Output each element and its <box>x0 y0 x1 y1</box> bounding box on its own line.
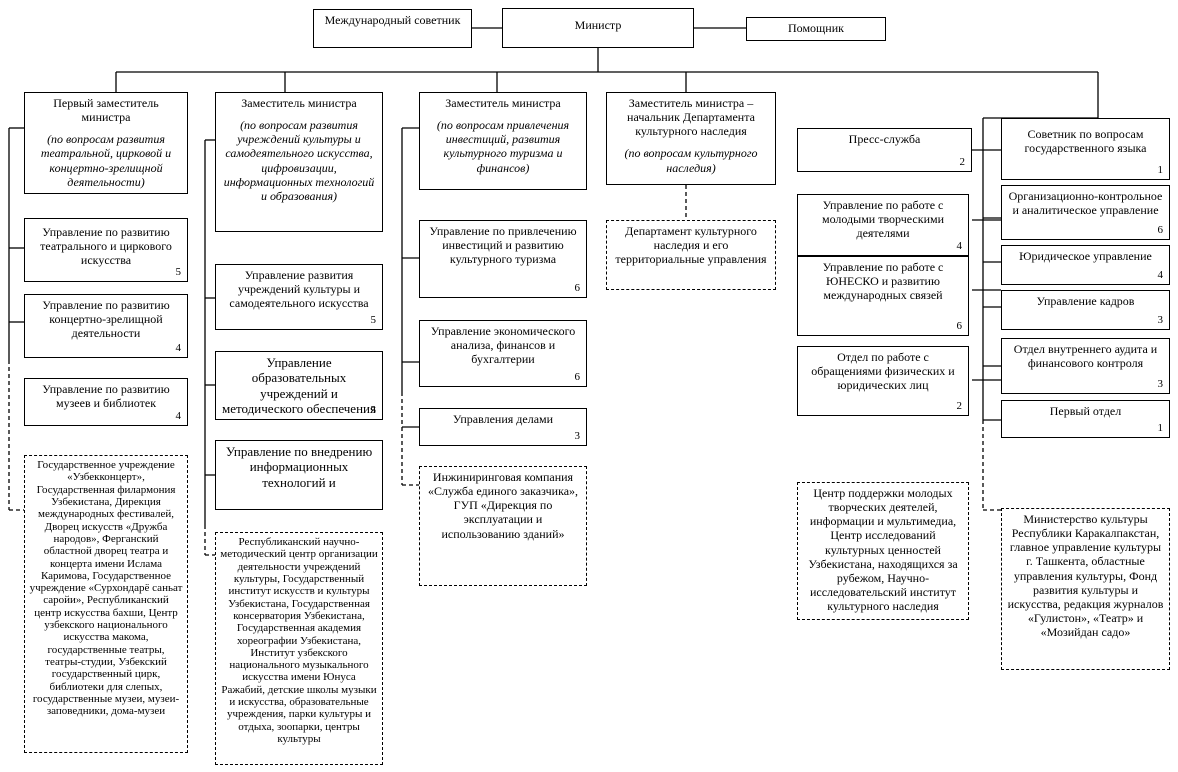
first-deputy-box: Первый заместитель министра (по вопросам… <box>24 92 188 194</box>
hr-dept-box: Управление кадров 3 <box>1001 290 1170 330</box>
legal-dept-count: 4 <box>1157 269 1164 282</box>
col3-unit-1-count: 6 <box>574 282 581 295</box>
youth-dept-box: Управление по работе с молодыми творческ… <box>797 194 969 256</box>
deputy-4-scope: (по вопросам культурного наследия) <box>624 146 758 175</box>
minister-box: Министр <box>502 8 694 48</box>
appeals-dept-box: Отдел по работе с обращениями физических… <box>797 346 969 416</box>
international-advisor-box: Международный советник <box>313 9 472 48</box>
unesco-dept-count: 6 <box>956 320 963 333</box>
col1-subordinate-text: Государственное учреждение «Узбекконцерт… <box>29 459 183 718</box>
col1-subordinate-box: Государственное учреждение «Узбекконцерт… <box>24 455 188 753</box>
org-control-box: Организационно-контрольное и аналитическ… <box>1001 185 1170 240</box>
col2-unit-3-name: Управление по внедрению информационных т… <box>225 444 373 490</box>
col1-unit-1-count: 5 <box>175 266 182 279</box>
audit-dept-box: Отдел внутреннего аудита и финансового к… <box>1001 338 1170 394</box>
col1-unit-2-count: 4 <box>175 342 182 355</box>
col1-unit-2: Управление по развитию концертно-зрелищн… <box>24 294 188 358</box>
appeals-dept-name: Отдел по работе с обращениями физических… <box>811 350 955 393</box>
middle-subordinate-text: Центр поддержки молодых творческих деяте… <box>808 486 958 614</box>
org-control-count: 6 <box>1157 224 1164 237</box>
deputy-2-title: Заместитель министра <box>241 96 357 110</box>
col2-unit-2: Управление образовательных учреждений и … <box>215 351 383 420</box>
col1-unit-3: Управление по развитию музеев и библиоте… <box>24 378 188 426</box>
first-dept-count: 1 <box>1157 422 1164 435</box>
col2-unit-1-count: 5 <box>370 314 377 327</box>
col2-subordinate-box: Республиканский научно-методический цент… <box>215 532 383 765</box>
first-dept-name: Первый отдел <box>1049 404 1122 418</box>
right-subordinate-text: Министерство культуры Республики Каракал… <box>1007 512 1164 640</box>
deputy-2-scope: (по вопросам развития учреждений культур… <box>223 118 375 203</box>
assistant-box: Помощник <box>746 17 886 41</box>
deputy-4-box: Заместитель министра – начальник Департа… <box>606 92 776 185</box>
minister-label: Министр <box>574 18 622 32</box>
deputy-2-box: Заместитель министра (по вопросам развит… <box>215 92 383 232</box>
press-service-box: Пресс-служба 2 <box>797 128 972 172</box>
language-advisor-name: Советник по вопросам государственного яз… <box>1024 127 1147 156</box>
hr-dept-count: 3 <box>1157 314 1164 327</box>
col1-unit-3-name: Управление по развитию музеев и библиоте… <box>42 382 170 411</box>
col1-unit-1-name: Управление по развитию театрального и ци… <box>40 225 172 268</box>
language-advisor-count: 1 <box>1157 164 1164 177</box>
unesco-dept-name: Управление по работе с ЮНЕСКО и развитию… <box>822 260 944 303</box>
col3-unit-1-name: Управление по привлечению инвестиций и р… <box>429 224 577 267</box>
middle-subordinate-box: Центр поддержки молодых творческих деяте… <box>797 482 969 620</box>
col2-unit-3: Управление по внедрению информационных т… <box>215 440 383 510</box>
press-service-count: 2 <box>959 156 966 169</box>
deputy-4-title: Заместитель министра – начальник Департа… <box>627 96 755 139</box>
youth-dept-name: Управление по работе с молодыми творческ… <box>821 198 945 241</box>
col2-unit-1: Управление развития учреждений культуры … <box>215 264 383 330</box>
deputy-3-title: Заместитель министра <box>445 96 561 110</box>
col3-unit-2-count: 6 <box>574 371 581 384</box>
language-advisor-box: Советник по вопросам государственного яз… <box>1001 118 1170 180</box>
hr-dept-name: Управление кадров <box>1036 294 1135 308</box>
col3-subordinate-box: Инжиниринговая компания «Служба единого … <box>419 466 587 586</box>
col2-subordinate-text: Республиканский научно-методический цент… <box>220 536 378 745</box>
col2-unit-1-name: Управление развития учреждений культуры … <box>229 268 369 311</box>
col1-unit-1: Управление по развитию театрального и ци… <box>24 218 188 282</box>
audit-dept-count: 3 <box>1157 378 1164 391</box>
col2-unit-2-count: 5 <box>370 404 377 417</box>
appeals-dept-count: 2 <box>956 400 963 413</box>
col1-unit-2-name: Управление по развитию концертно-зрелищн… <box>42 298 170 341</box>
col3-unit-3-count: 3 <box>574 430 581 443</box>
col3-unit-2-name: Управление экономического анализа, финан… <box>430 324 576 367</box>
youth-dept-count: 4 <box>956 240 963 253</box>
org-control-name: Организационно-контрольное и аналитическ… <box>1008 189 1163 218</box>
first-dept-box: Первый отдел 1 <box>1001 400 1170 438</box>
deputy-3-scope: (по вопросам привлечения инвестиций, раз… <box>436 118 570 175</box>
col3-unit-3: Управления делами 3 <box>419 408 587 446</box>
col3-unit-3-name: Управления делами <box>452 412 554 426</box>
press-service-name: Пресс-служба <box>848 132 921 146</box>
international-advisor-label: Международный советник <box>324 13 461 27</box>
legal-dept-name: Юридическое управление <box>1019 249 1152 263</box>
assistant-label: Помощник <box>788 21 844 35</box>
col3-subordinate-text: Инжиниринговая компания «Служба единого … <box>427 470 579 541</box>
unesco-dept-box: Управление по работе с ЮНЕСКО и развитию… <box>797 256 969 336</box>
first-deputy-scope: (по вопросам развития театральной, цирко… <box>40 132 172 189</box>
col4-subordinate-text: Департамент культурного наследия и его т… <box>615 224 767 267</box>
col1-unit-3-count: 4 <box>175 410 182 423</box>
col4-subordinate-box: Департамент культурного наследия и его т… <box>606 220 776 290</box>
legal-dept-box: Юридическое управление 4 <box>1001 245 1170 285</box>
audit-dept-name: Отдел внутреннего аудита и финансового к… <box>1013 342 1158 371</box>
first-deputy-title: Первый заместитель министра <box>53 96 159 125</box>
right-subordinate-box: Министерство культуры Республики Каракал… <box>1001 508 1170 670</box>
deputy-3-box: Заместитель министра (по вопросам привле… <box>419 92 587 190</box>
col3-unit-2: Управление экономического анализа, финан… <box>419 320 587 387</box>
col3-unit-1: Управление по привлечению инвестиций и р… <box>419 220 587 298</box>
col2-unit-2-name: Управление образовательных учреждений и … <box>222 355 376 419</box>
